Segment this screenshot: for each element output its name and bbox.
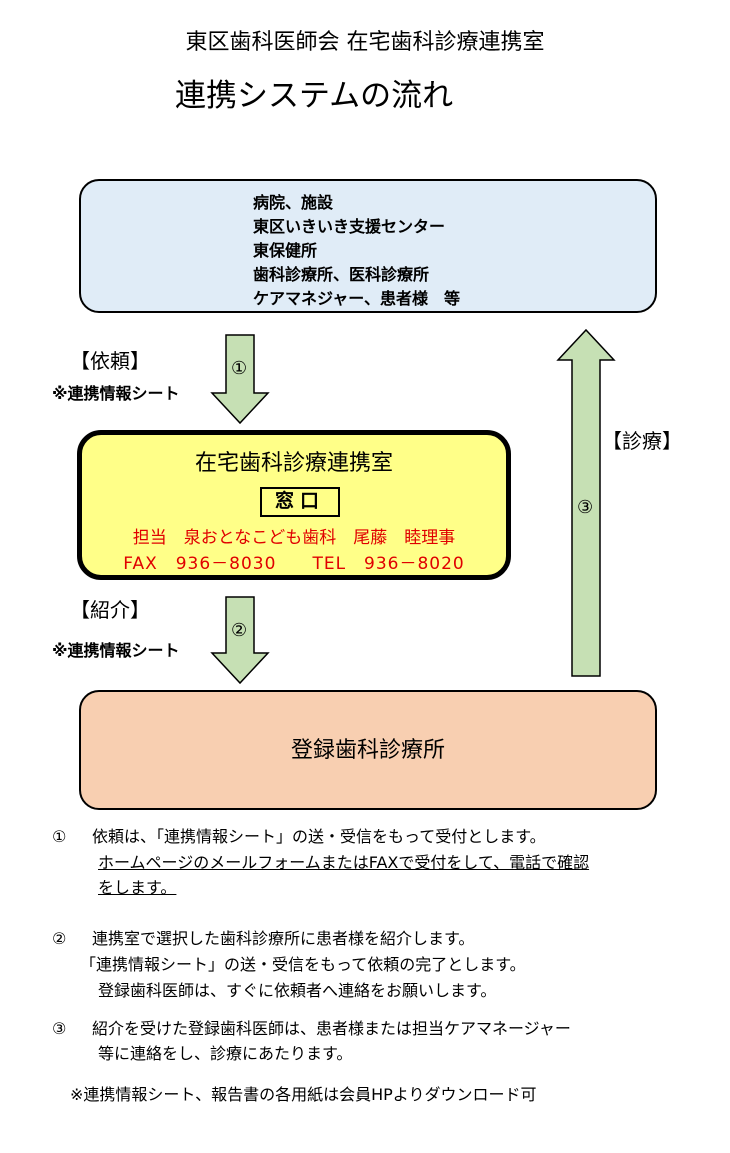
step3-marker: ③	[577, 497, 594, 518]
contact-person: 担当 泉おとなこども歯科 尾藤 睦理事	[132, 528, 456, 548]
page-title: 連携システムの流れ	[175, 78, 454, 114]
note1-line2: ホームページのメールフォームまたはFAXで受付をして、電話で確認	[98, 853, 590, 872]
referrer-line: 東保健所	[253, 241, 318, 260]
note3-marker: ③	[52, 1019, 67, 1038]
step2-marker: ②	[231, 620, 248, 641]
note1-line3: をします。	[98, 878, 177, 897]
referrer-line: ケアマネジャー、患者様 等	[253, 289, 461, 308]
contact-phone: FAX 936－8030 TEL 936－8020	[123, 554, 465, 574]
referrer-box: 病院、施設 東区いきいき支援センター 東保健所 歯科診療所、医科診療所 ケアマネ…	[79, 179, 657, 313]
liaison-office-title: 在宅歯科診療連携室	[194, 451, 393, 476]
note2-line3: 登録歯科医師は、すぐに依頼者へ連絡をお願いします。	[98, 981, 497, 1000]
registered-clinic-title: 登録歯科診療所	[290, 738, 445, 763]
treat-arrow	[556, 328, 616, 677]
introduce-arrow	[210, 596, 270, 685]
treat-label: 【診療】	[602, 429, 682, 453]
introduce-label: 【紹介】	[70, 598, 150, 622]
referrer-line: 病院、施設	[253, 193, 334, 212]
request-arrow	[210, 334, 270, 425]
referrer-line: 歯科診療所、医科診療所	[253, 265, 430, 284]
request-note: ※連携情報シート	[52, 384, 180, 403]
note3-line2: 等に連絡をし、診療にあたります。	[98, 1044, 353, 1063]
request-label: 【依頼】	[70, 349, 150, 373]
referrer-line: 東区いきいき支援センター	[253, 217, 446, 236]
step1-marker: ①	[231, 358, 248, 379]
introduce-note: ※連携情報シート	[52, 641, 180, 660]
note1-marker: ①	[52, 827, 67, 846]
note3-line1: 紹介を受けた登録歯科医師は、患者様または担当ケアマネージャー	[92, 1019, 571, 1038]
note2-line1: 連携室で選択した歯科診療所に患者様を紹介します。	[92, 929, 475, 948]
footer-note: ※連携情報シート、報告書の各用紙は会員HPよりダウンロード可	[70, 1085, 537, 1104]
note1-line1: 依頼は、「連携情報シート」の送・受信をもって受付とします。	[92, 827, 546, 846]
window-badge: 窓口	[260, 487, 340, 517]
registered-clinic-box: 登録歯科診療所	[79, 690, 657, 810]
note2-line2: 「連携情報シート」の送・受信をもって依頼の完了とします。	[80, 955, 526, 974]
header-title: 東区歯科医師会 在宅歯科診療連携室	[185, 30, 545, 55]
note2-marker: ②	[52, 929, 67, 948]
liaison-office-box: 在宅歯科診療連携室 窓口 担当 泉おとなこども歯科 尾藤 睦理事 FAX 936…	[77, 430, 511, 580]
referrer-list: 病院、施設 東区いきいき支援センター 東保健所 歯科診療所、医科診療所 ケアマネ…	[253, 191, 460, 311]
